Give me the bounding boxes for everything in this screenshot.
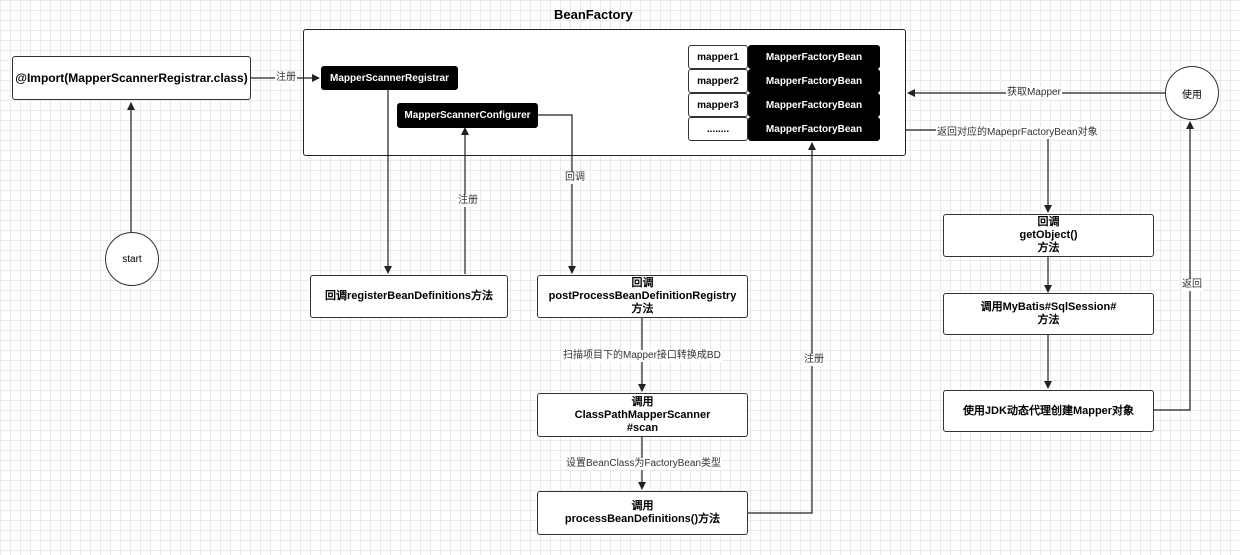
post-process-registry-box[interactable]: 回调 postProcessBeanDefinitionRegistry 方法 bbox=[537, 275, 748, 318]
mapper-name-cell[interactable]: mapper1 bbox=[688, 45, 748, 69]
post-process-line2: postProcessBeanDefinitionRegistry bbox=[548, 290, 737, 302]
jdk-proxy-text: 使用JDK动态代理创建Mapper对象 bbox=[962, 404, 1135, 417]
edge-label-get-mapper: 获取Mapper bbox=[1006, 87, 1062, 99]
get-object-line1: 回调 bbox=[1037, 216, 1060, 228]
sql-session-box[interactable]: 调用MyBatis#SqlSession# 方法 bbox=[943, 293, 1154, 335]
mapper-factory-bean-text: MapperFactoryBean bbox=[765, 99, 863, 111]
start-label: start bbox=[122, 253, 142, 265]
mapper-name-text: mapper1 bbox=[697, 51, 739, 63]
post-process-line1: 回调 bbox=[631, 277, 654, 289]
scanner-line3: #scan bbox=[626, 421, 659, 434]
start-node[interactable]: start bbox=[105, 232, 159, 286]
mapper-name-cell[interactable]: ........ bbox=[688, 117, 748, 141]
classpath-mapper-scanner-box[interactable]: 调用 ClassPathMapperScanner #scan bbox=[537, 393, 748, 437]
mapper-scanner-registrar-box[interactable]: MapperScannerRegistrar bbox=[321, 66, 458, 90]
get-object-line3: 方法 bbox=[1037, 242, 1060, 254]
mapper-factory-bean-cell[interactable]: MapperFactoryBean bbox=[748, 117, 880, 141]
get-object-box[interactable]: 回调 getObject() 方法 bbox=[943, 214, 1154, 257]
mapper-factory-bean-text: MapperFactoryBean bbox=[765, 51, 863, 63]
edge-label-return: 返回 bbox=[1181, 279, 1203, 291]
bean-factory-title: BeanFactory bbox=[554, 7, 633, 22]
register-bean-definitions-text: 回调registerBeanDefinitions方法 bbox=[324, 290, 494, 302]
get-object-line2: getObject() bbox=[1019, 229, 1078, 241]
configurer-label: MapperScannerConfigurer bbox=[404, 110, 531, 121]
mapper-factory-bean-text: MapperFactoryBean bbox=[765, 123, 863, 135]
jdk-proxy-box[interactable]: 使用JDK动态代理创建Mapper对象 bbox=[943, 390, 1154, 432]
edge-label-register: 注册 bbox=[457, 195, 479, 207]
registrar-label: MapperScannerRegistrar bbox=[330, 72, 449, 84]
scanner-line1: 调用 bbox=[631, 395, 654, 408]
edge-label-return-object: 返回对应的MapeprFactoryBean对象 bbox=[936, 127, 1099, 139]
mapper-name-text: ........ bbox=[706, 123, 730, 135]
mapper-scanner-configurer-box[interactable]: MapperScannerConfigurer bbox=[397, 103, 538, 128]
mapper-factory-bean-cell[interactable]: MapperFactoryBean bbox=[748, 69, 880, 93]
import-annotation-text: @Import(MapperScannerRegistrar.class) bbox=[15, 70, 248, 85]
scanner-line2: ClassPathMapperScanner bbox=[574, 408, 711, 421]
use-label: 使用 bbox=[1182, 89, 1202, 101]
process-defs-line1: 调用 bbox=[631, 500, 654, 512]
mapper-name-text: mapper3 bbox=[697, 99, 739, 111]
edge-label-scan-description: 扫描项目下的Mapper接口转换成BD bbox=[562, 350, 722, 362]
sql-session-line1: 调用MyBatis#SqlSession# bbox=[980, 301, 1117, 313]
import-annotation-box[interactable]: @Import(MapperScannerRegistrar.class) bbox=[12, 56, 251, 100]
sql-session-line2: 方法 bbox=[1037, 314, 1060, 326]
mapper-name-cell[interactable]: mapper3 bbox=[688, 93, 748, 117]
process-defs-line2: processBeanDefinitions()方法 bbox=[564, 513, 721, 525]
process-bean-definitions-box[interactable]: 调用 processBeanDefinitions()方法 bbox=[537, 491, 748, 535]
edge-label-register: 注册 bbox=[803, 354, 825, 366]
use-node[interactable]: 使用 bbox=[1165, 66, 1219, 120]
edge-label-register: 注册 bbox=[275, 72, 297, 84]
edge-label-callback: 回调 bbox=[564, 172, 586, 184]
edge-label-set-bean-class: 设置BeanClass为FactoryBean类型 bbox=[565, 458, 723, 470]
mapper-name-cell[interactable]: mapper2 bbox=[688, 69, 748, 93]
mapper-name-text: mapper2 bbox=[697, 75, 739, 87]
mapper-factory-bean-text: MapperFactoryBean bbox=[765, 75, 863, 87]
post-process-line3: 方法 bbox=[631, 303, 654, 315]
register-bean-definitions-box[interactable]: 回调registerBeanDefinitions方法 bbox=[310, 275, 508, 318]
mapper-factory-bean-cell[interactable]: MapperFactoryBean bbox=[748, 45, 880, 69]
mapper-factory-bean-cell[interactable]: MapperFactoryBean bbox=[748, 93, 880, 117]
